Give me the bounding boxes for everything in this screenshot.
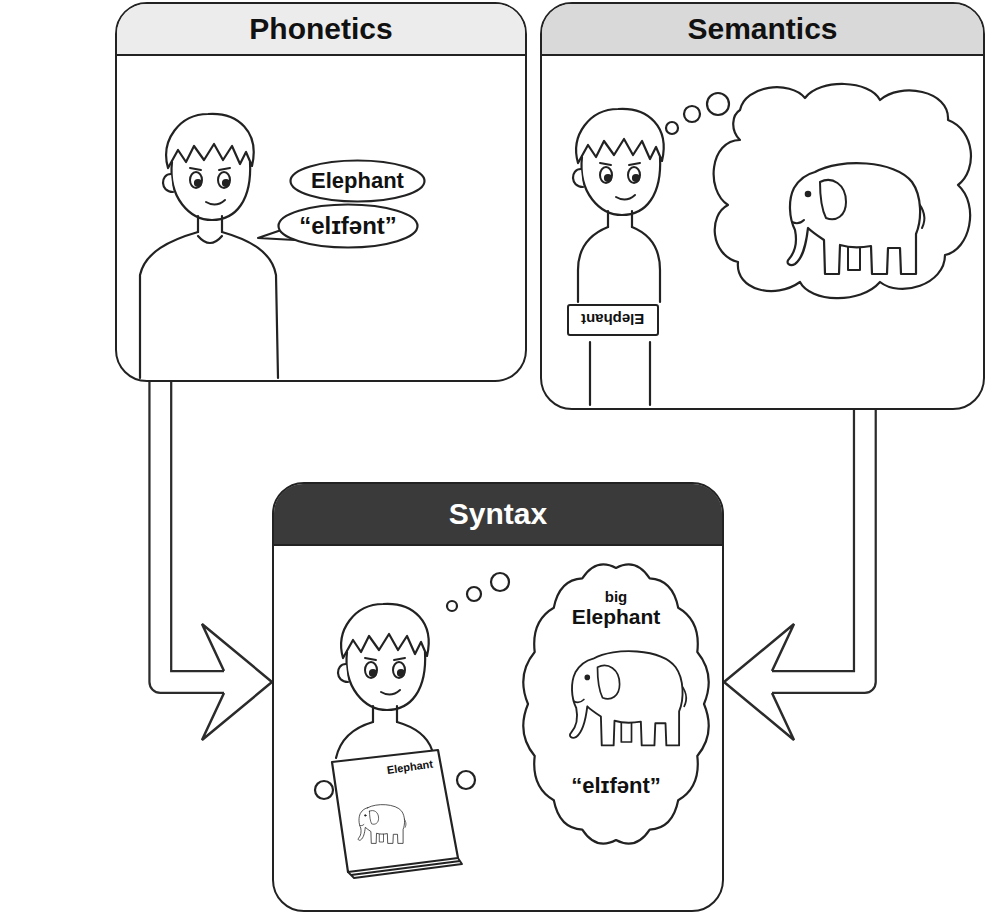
illustration-line — [457, 771, 475, 789]
illustration-line — [358, 805, 406, 844]
panel-heading: Phonetics — [117, 4, 525, 56]
phonetic-transcription: “elɪfənt” — [299, 212, 397, 240]
illustration-line — [590, 342, 650, 405]
thought-bubble: bigElephant “elɪfənt” — [518, 558, 714, 850]
illustration-line — [491, 573, 509, 591]
panel-heading: Syntax — [274, 484, 722, 546]
book-title: Elephant — [386, 758, 434, 777]
illustration-line — [707, 93, 729, 115]
spoken-word: Elephant — [311, 168, 404, 193]
semantics-boy — [573, 84, 971, 405]
book-cover: Elephant — [320, 746, 470, 881]
illustration-line — [573, 109, 664, 227]
book-pages-line — [348, 858, 462, 878]
bubble-ellipse — [291, 161, 425, 202]
illustration-line — [315, 781, 333, 799]
arrow-head — [724, 624, 794, 740]
panel-box: SyntaxElephantbigElephant“elɪfənt” — [272, 482, 724, 912]
illustration-line — [397, 722, 432, 750]
illustration-line — [140, 232, 198, 378]
flow-arrow — [724, 409, 865, 741]
illustration-line — [336, 722, 373, 758]
illustration-line — [666, 122, 678, 134]
speech-bubble: “elɪfənt” — [277, 203, 419, 249]
illustration-line — [788, 163, 925, 274]
illustration-line — [447, 601, 457, 611]
flow-arrow — [160, 381, 272, 741]
thought-text: big — [518, 588, 714, 605]
panel-box: SemanticsElephant — [540, 2, 985, 410]
panel-heading: Semantics — [542, 4, 983, 56]
illustration-line — [338, 604, 429, 722]
illustration-line — [222, 232, 278, 378]
illustration-line — [714, 84, 971, 298]
book-cover-line — [332, 750, 458, 872]
thought-text: “elɪfənt” — [518, 773, 714, 798]
illustration-line — [467, 587, 481, 601]
illustration-line — [570, 651, 686, 745]
arrow-head — [202, 624, 272, 740]
illustration-line — [198, 236, 222, 243]
illustration-line — [578, 227, 608, 302]
bubble-ellipse — [279, 205, 418, 248]
illustration-line — [163, 114, 254, 232]
held-sign: Elephant — [567, 304, 659, 336]
illustration-line — [632, 227, 660, 302]
sign-word: Elephant — [581, 311, 644, 328]
speech-bubble: Elephant — [289, 159, 426, 203]
thought-text: Elephant — [518, 605, 714, 629]
phonetics-boy — [140, 114, 295, 378]
panel-box: PhoneticsElephant “elɪfənt” — [115, 2, 527, 382]
illustration-line — [684, 106, 700, 122]
